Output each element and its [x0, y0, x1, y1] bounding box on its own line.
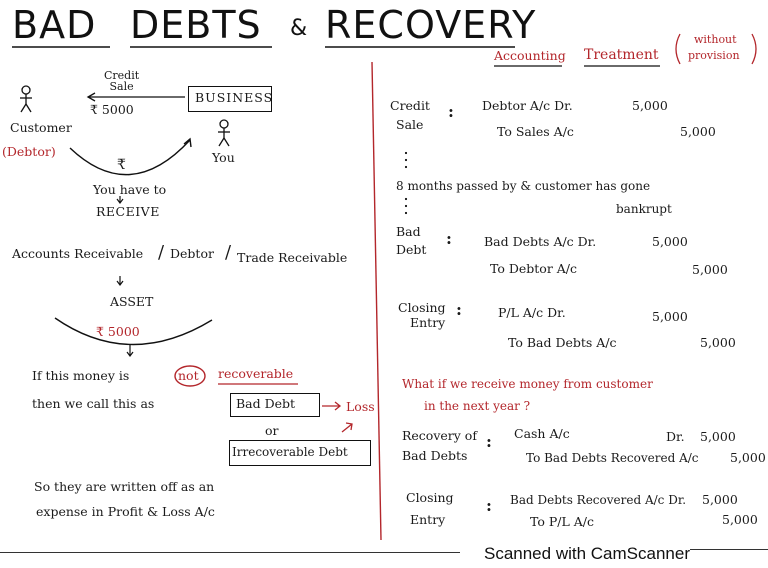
receive-label: RECEIVE — [96, 204, 160, 219]
title-bad: BAD — [12, 3, 97, 47]
bad-debt-box — [230, 393, 320, 417]
asset-label: ASSET — [110, 294, 154, 309]
entry-label: Sale — [396, 117, 424, 132]
closing2-credit-amount: 5,000 — [722, 512, 758, 527]
ar-trade-receivable: Trade Receivable — [237, 250, 348, 265]
you-figure-icon — [218, 119, 230, 147]
colon: : — [456, 300, 462, 319]
recovery-dr: Dr. — [666, 429, 685, 444]
title-ampersand: & — [290, 16, 309, 41]
entry-credit-account: To Debtor A/c — [490, 261, 578, 276]
asset-amount: ₹ 5000 — [96, 324, 140, 339]
footer-rule — [690, 549, 768, 550]
camscanner-watermark: Scanned with CamScanner — [483, 544, 690, 563]
credit-sale-label: Credit Sale — [104, 69, 140, 93]
recoverable-word: recoverable — [218, 366, 294, 381]
months-passed-line-2: bankrupt — [616, 202, 672, 216]
entry-credit-account: To Sales A/c — [497, 124, 574, 139]
entry-debit-amount: 5,000 — [652, 234, 688, 249]
accounting-word: Accounting — [494, 48, 566, 63]
entry-credit-amount: 5,000 — [692, 262, 728, 277]
irrecoverable-label: Irrecoverable Debt — [232, 445, 348, 459]
then-call-text: then we call this as — [32, 396, 155, 411]
rupee-symbol: ₹ — [117, 157, 126, 173]
entry-debit-account: Debtor A/c Dr. — [482, 98, 573, 113]
title-debts: DEBTS — [130, 3, 262, 47]
closing2-debit-amount: 5,000 — [702, 492, 738, 507]
slash-divider: / — [158, 242, 165, 263]
footer-rule — [0, 552, 460, 553]
without-word: without — [694, 33, 737, 46]
entry-debit-account: P/L A/c Dr. — [498, 305, 566, 320]
question-line-2: in the next year ? — [424, 399, 531, 413]
closing2-credit-account: To P/L A/c — [530, 514, 595, 529]
slash-divider: / — [225, 242, 232, 263]
customer-figure-icon — [20, 85, 32, 113]
recovery-credit-amount: 5,000 — [730, 450, 766, 465]
written-off-line-1: So they are written off as an — [34, 479, 215, 494]
ar-debtor: Debtor — [170, 246, 214, 261]
ar-accounts-receivable: Accounts Receivable — [12, 246, 144, 261]
business-label: BUSINESS — [195, 90, 274, 105]
recovery-debit-account: Cash A/c — [514, 426, 570, 441]
or-label: or — [265, 423, 279, 438]
entry-credit-amount: 5,000 — [700, 335, 736, 350]
title-recovery: RECOVERY — [325, 3, 537, 47]
closing2-label: Closing — [406, 490, 454, 505]
entry-debit-account: Bad Debts A/c Dr. — [484, 234, 597, 249]
debtor-label: (Debtor) — [2, 144, 56, 159]
question-line-1: What if we receive money from customer — [402, 377, 653, 391]
not-word: not — [178, 368, 199, 383]
treatment-word: Treatment — [584, 47, 659, 63]
customer-label: Customer — [10, 120, 72, 135]
recovery-debit-amount: 5,000 — [700, 429, 736, 444]
you-have-to: You have to — [93, 182, 167, 197]
business-box — [188, 86, 272, 112]
credit-amount: ₹ 5000 — [90, 102, 134, 117]
if-money-text: If this money is — [32, 368, 130, 383]
entry-debit-amount: 5,000 — [652, 309, 688, 324]
recovery-label: Bad Debts — [402, 448, 468, 463]
recovery-credit-account: To Bad Debts Recovered A/c — [526, 451, 699, 465]
recovery-label: Recovery of — [402, 428, 477, 443]
colon: : — [486, 496, 492, 515]
colon: : — [446, 229, 452, 248]
entry-credit-account: To Bad Debts A/c — [508, 335, 617, 350]
colon: : — [486, 432, 492, 451]
entry-label: Credit — [390, 98, 430, 113]
provision-word: provision — [688, 49, 740, 62]
entry-label: Debt — [396, 242, 427, 257]
entry-debit-amount: 5,000 — [632, 98, 668, 113]
written-off-line-2: expense in Profit & Loss A/c — [36, 504, 215, 519]
irrecoverable-box — [229, 440, 371, 466]
colon: : — [448, 102, 454, 121]
months-passed-line-1: 8 months passed by & customer has gone — [396, 179, 651, 193]
loss-label: Loss — [346, 399, 375, 414]
you-label: You — [212, 150, 235, 165]
bad-debt-label: Bad Debt — [236, 396, 296, 411]
entry-credit-amount: 5,000 — [680, 124, 716, 139]
entry-label: Entry — [410, 315, 446, 330]
entry-label: Bad — [396, 224, 421, 239]
closing2-label: Entry — [410, 512, 446, 527]
entry-label: Closing — [398, 300, 446, 315]
closing2-debit-account: Bad Debts Recovered A/c Dr. — [510, 493, 687, 507]
